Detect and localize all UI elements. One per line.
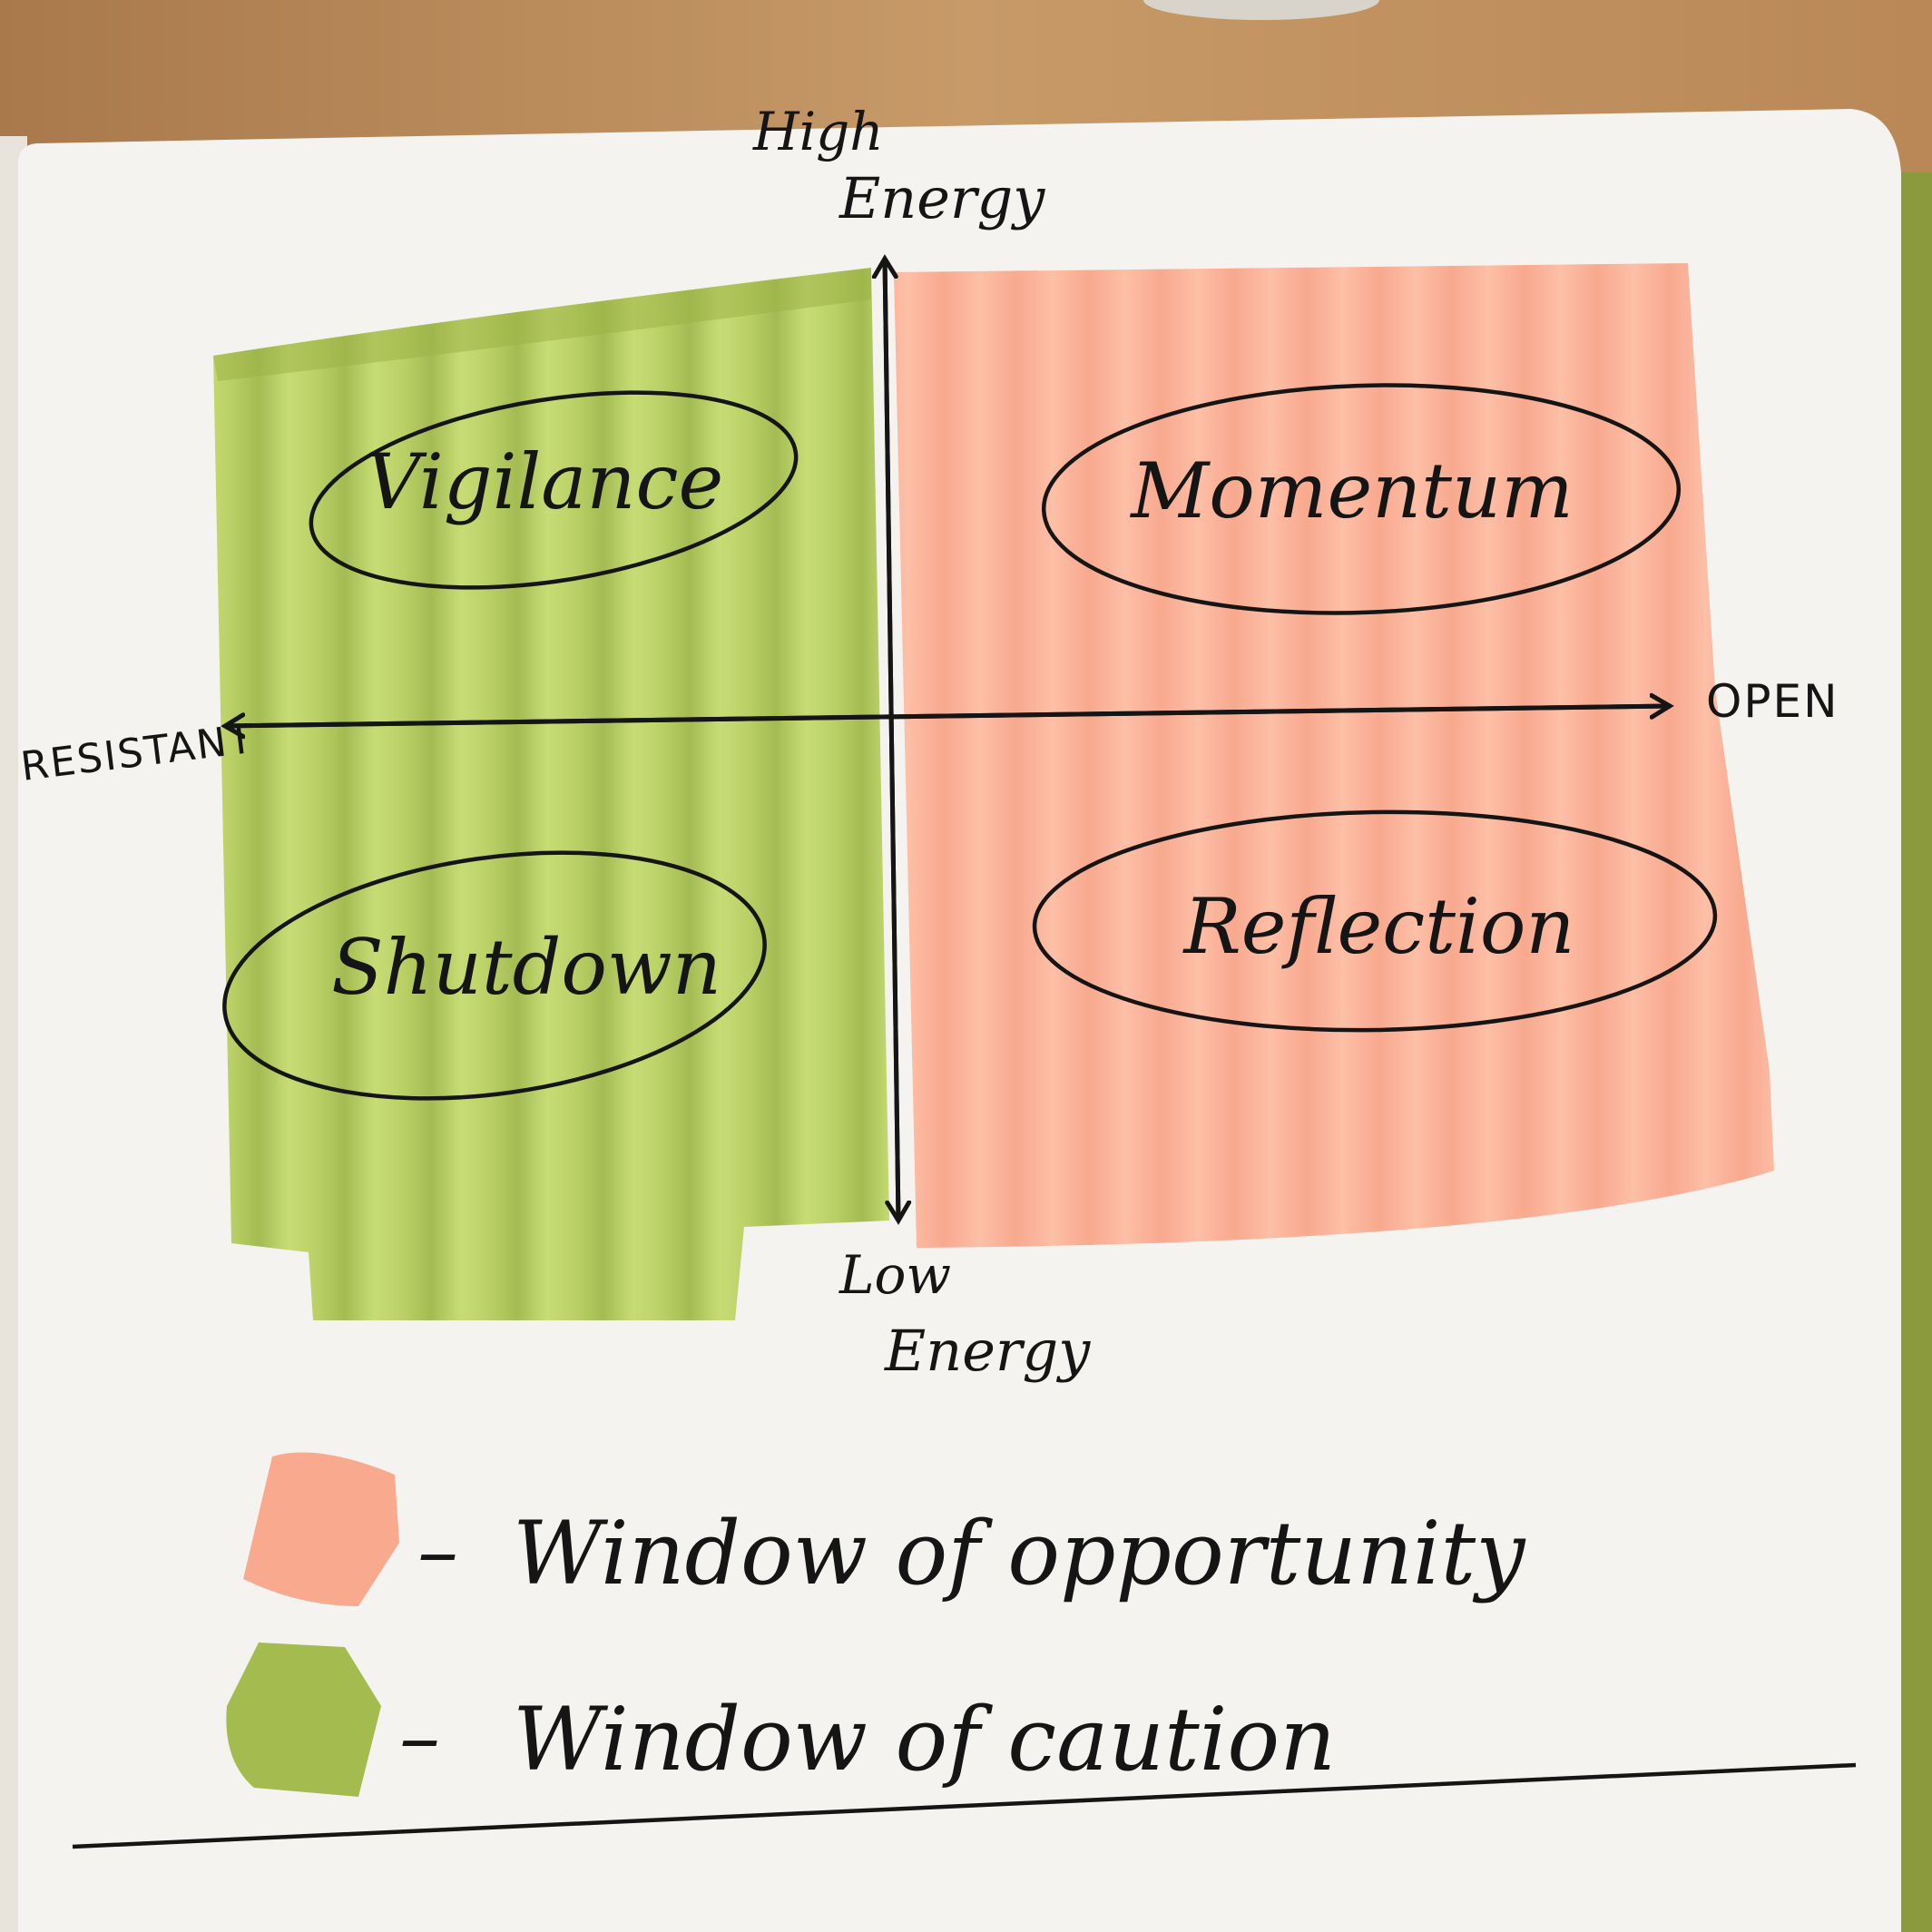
quadrant-reflection: Reflection: [1032, 809, 1718, 1033]
axis-bottom-line2: Energy: [884, 1318, 1091, 1384]
quadrant-vigilance: Vigilance: [309, 390, 799, 590]
legend-dash-opportunity: –: [417, 1504, 458, 1599]
momentum-ellipse: [1041, 383, 1682, 615]
axis-top-line2: Energy: [839, 165, 1045, 231]
legend-swatch-opportunity: [243, 1452, 399, 1606]
openness-axis-right: [224, 706, 1670, 729]
energy-axis-down: [882, 258, 898, 1221]
legend: – Window of opportunity – Window of caut…: [226, 1452, 1526, 1797]
vigilance-label: Vigilance: [366, 437, 724, 526]
momentum-label: Momentum: [1129, 446, 1574, 535]
legend-item-opportunity: – Window of opportunity: [243, 1452, 1526, 1606]
legend-swatch-caution: [226, 1643, 381, 1797]
axis-bottom-line1: Low: [839, 1244, 951, 1306]
axis-right-label: OPEN: [1706, 675, 1839, 728]
page-divider-line: [72, 1762, 1857, 1849]
opportunity-region: [894, 263, 1774, 1248]
vigilance-ellipse: [309, 390, 799, 590]
shutdown-ellipse: [222, 850, 767, 1101]
quadrant-momentum: Momentum: [1041, 383, 1682, 615]
axis-top-line1: High: [752, 101, 884, 162]
quadrant-shutdown: Shutdown: [222, 850, 767, 1101]
legend-dash-caution: –: [399, 1690, 440, 1785]
legend-item-caution: – Window of caution: [226, 1643, 1336, 1797]
shutdown-label: Shutdown: [331, 923, 721, 1012]
reflection-label: Reflection: [1182, 882, 1574, 971]
caution-region: [213, 268, 889, 1320]
legend-label-caution: Window of caution: [513, 1689, 1336, 1790]
legend-label-opportunity: Window of opportunity: [513, 1503, 1526, 1604]
mug-bottom: [1143, 0, 1379, 20]
reflection-ellipse: [1032, 809, 1718, 1033]
